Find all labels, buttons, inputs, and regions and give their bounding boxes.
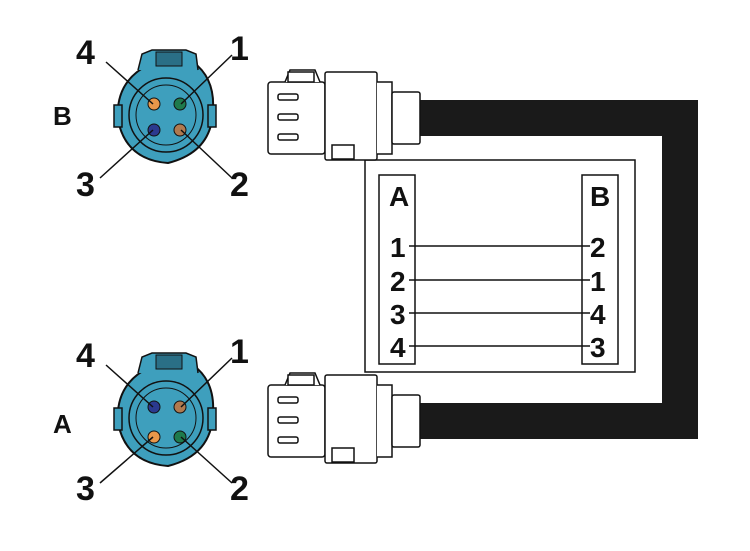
pin-1-dot [173, 400, 187, 414]
wiring-table: A B 1 2 2 1 3 4 4 3 [364, 159, 636, 373]
leader-line [105, 61, 154, 105]
pin-1-dot [173, 97, 187, 111]
leader-line [180, 54, 233, 105]
column-b-frame [581, 174, 619, 365]
pin-label-4: 4 [76, 337, 95, 375]
leader-line [180, 436, 233, 484]
pin-4-dot [147, 400, 161, 414]
pin-label-3: 3 [76, 470, 95, 508]
pin-label-2: 2 [230, 470, 249, 508]
pin-2-dot [173, 123, 187, 137]
pin-4-dot [147, 97, 161, 111]
wire-a-number: 3 [390, 299, 406, 330]
plug-top [267, 69, 421, 161]
leader-line [180, 129, 233, 179]
cable [420, 100, 698, 439]
wire-b-number: 4 [590, 299, 606, 330]
column-b-header: B [590, 181, 610, 212]
connector-a-label: A [53, 409, 72, 439]
wire-b-number: 2 [590, 232, 606, 263]
pin-label-3: 3 [76, 166, 95, 204]
plug-bottom [267, 372, 421, 464]
connector-b: 4 1 3 2 B [53, 30, 249, 204]
wire-b-number: 3 [590, 332, 606, 363]
wire-a-number: 2 [390, 266, 406, 297]
column-a-frame [378, 174, 416, 365]
pin-2-dot [173, 430, 187, 444]
connector-b-label: B [53, 101, 72, 131]
column-a-header: A [389, 181, 409, 212]
pin-label-2: 2 [230, 166, 249, 204]
wire-a-number: 4 [390, 332, 406, 363]
leader-line [99, 436, 154, 484]
pin-label-4: 4 [76, 34, 95, 72]
leader-line [105, 364, 154, 408]
leader-line [180, 357, 233, 408]
pin-3-dot [147, 123, 161, 137]
pin-label-1: 1 [230, 30, 249, 68]
pin-label-1: 1 [230, 333, 249, 371]
leader-line [99, 129, 154, 179]
wire-b-number: 1 [590, 266, 606, 297]
connector-a: 4 1 3 2 A [53, 333, 249, 508]
wire-a-number: 1 [390, 232, 406, 263]
pin-3-dot [147, 430, 161, 444]
